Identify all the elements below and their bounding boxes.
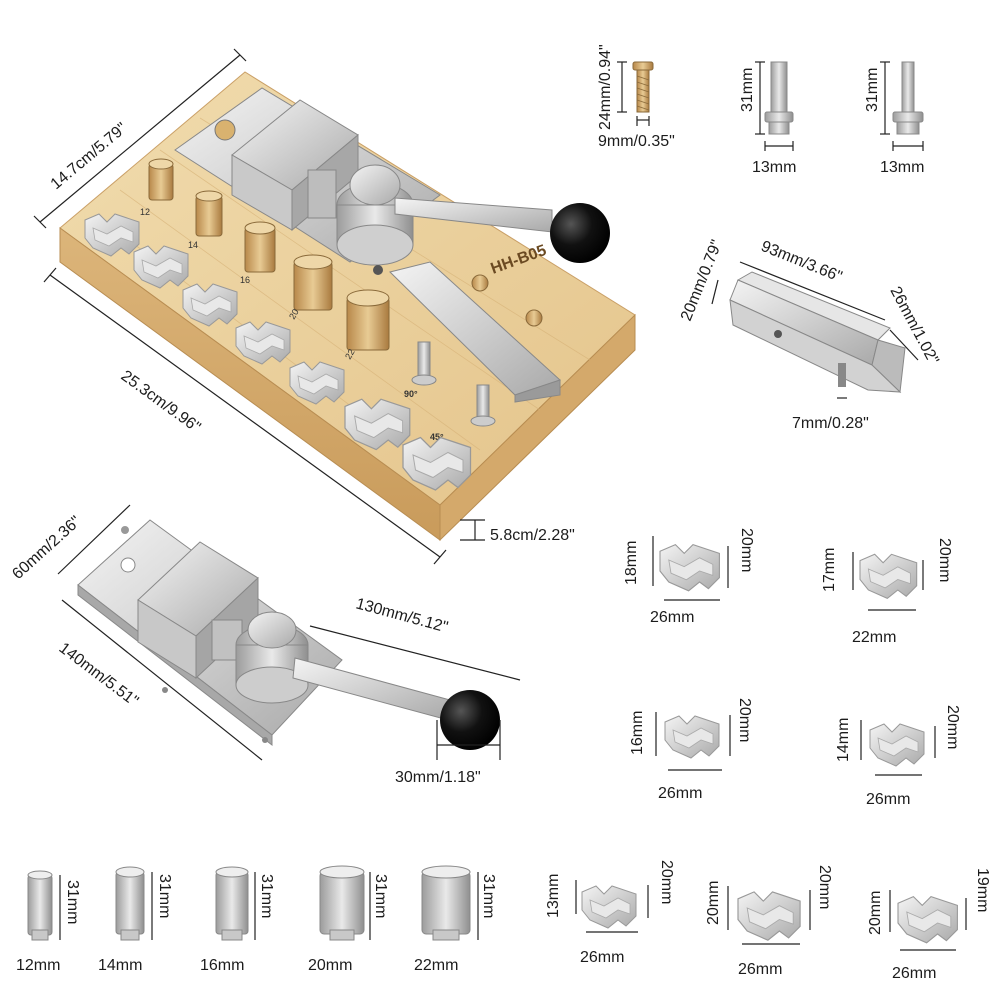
cylinder-4: [319, 865, 371, 941]
bending-bar: [711, 261, 919, 399]
screw: [617, 61, 654, 126]
cylinder-2-height-label: 31mm: [156, 874, 173, 918]
bar-height-label: 20mm/0.79": [678, 238, 726, 324]
die-3-width-label: 26mm: [658, 785, 702, 802]
pin-1: [755, 61, 794, 151]
die-2: [852, 552, 924, 611]
die-3-inner-label: 16mm: [629, 711, 646, 755]
board-peg-12: [148, 158, 174, 201]
die-5-width-label: 26mm: [580, 949, 624, 966]
board-dimension-lines: [33, 48, 485, 565]
die-1-width-label: 26mm: [650, 609, 694, 626]
die-5-outer-label: 20mm: [658, 860, 675, 904]
screw-width-label: 9mm/0.35": [598, 133, 675, 150]
die-4-outer-label: 20mm: [944, 705, 961, 749]
die-3: [655, 712, 731, 771]
board-peg-20: [293, 254, 333, 311]
angle-label-90: 90°: [404, 389, 418, 399]
die-6-outer-label: 20mm: [816, 865, 833, 909]
die-6-inner-label: 20mm: [705, 881, 722, 925]
cylinder-3-height-label: 31mm: [258, 874, 275, 918]
cylinder-2: [115, 866, 153, 941]
board-peg-16: [244, 221, 276, 273]
pin-2: [880, 61, 924, 151]
cylinder-1-height-label: 31mm: [64, 880, 81, 924]
die-7-inner-label: 20mm: [867, 891, 884, 935]
peg-number-20: 20: [287, 307, 301, 321]
board-pin-45: [470, 384, 496, 427]
peg-number-12: 12: [140, 207, 150, 217]
die-6-width-label: 26mm: [738, 961, 782, 978]
wooden-board: [59, 71, 636, 542]
die-3-outer-label: 20mm: [736, 698, 753, 742]
die-5-inner-label: 13mm: [545, 874, 562, 918]
bender-length-label: 140mm/5.51": [56, 640, 142, 711]
peg-number-14: 14: [188, 240, 198, 250]
peg-number-22: 22: [343, 347, 357, 361]
standalone-bender: [57, 504, 521, 761]
cylinder-1: [27, 870, 61, 941]
bender-width-label: 60mm/2.36": [9, 513, 84, 583]
board-mounted-bender: [174, 87, 610, 403]
cylinder-5-height-label: 31mm: [480, 874, 497, 918]
cylinder-5-diameter-label: 22mm: [414, 957, 458, 974]
die-2-inner-label: 17mm: [821, 548, 838, 592]
die-7: [889, 890, 967, 951]
die-4: [860, 720, 936, 776]
peg-number-16: 16: [240, 275, 250, 285]
die-2-outer-label: 20mm: [936, 538, 953, 582]
angle-label-45: 45°: [430, 432, 444, 442]
die-1: [652, 536, 729, 601]
cylinder-3-diameter-label: 16mm: [200, 957, 244, 974]
screw-length-label: 24mm/0.94": [597, 44, 614, 130]
pin-2-height-label: 31mm: [864, 68, 881, 112]
die-1-outer-label: 20mm: [738, 528, 755, 572]
cylinder-3: [215, 866, 256, 941]
board-length-label: 25.3cm/9.96": [118, 367, 204, 436]
board-peg-14: [195, 190, 223, 237]
pin-1-width-label: 13mm: [752, 159, 796, 176]
die-4-inner-label: 14mm: [835, 718, 852, 762]
bar-length-label: 93mm/3.66": [759, 238, 845, 286]
cylinder-4-diameter-label: 20mm: [308, 957, 352, 974]
board-peg-22: [346, 289, 390, 351]
pin-2-width-label: 13mm: [880, 159, 924, 176]
pin-1-height-label: 31mm: [739, 68, 756, 112]
cylinder-2-diameter-label: 14mm: [98, 957, 142, 974]
board-pin-90: [411, 341, 437, 386]
board-height-label: 5.8cm/2.28": [490, 527, 575, 544]
die-2-width-label: 22mm: [852, 629, 896, 646]
bender-knob-label: 30mm/1.18": [395, 769, 481, 786]
die-7-width-label: 26mm: [892, 965, 936, 982]
cylinder-5: [421, 865, 479, 941]
board-pegs: [148, 158, 496, 427]
bender-handle-label: 130mm/5.12": [354, 595, 450, 636]
cylinder-4-height-label: 31mm: [372, 874, 389, 918]
die-5: [575, 880, 649, 933]
die-6: [727, 886, 811, 945]
cylinder-1-diameter-label: 12mm: [16, 957, 60, 974]
die-7-outer-label: 19mm: [974, 868, 991, 912]
bar-slot-label: 7mm/0.28": [792, 415, 869, 432]
die-1-inner-label: 18mm: [623, 541, 640, 585]
die-4-width-label: 26mm: [866, 791, 910, 808]
